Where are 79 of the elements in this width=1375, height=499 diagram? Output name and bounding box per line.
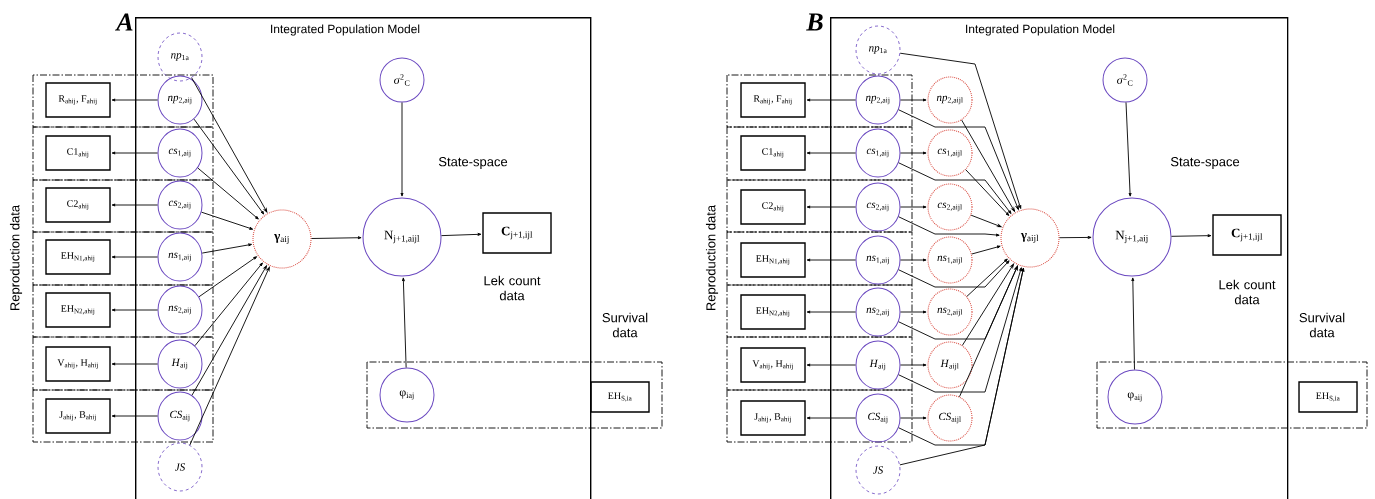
arrow	[900, 416, 927, 420]
arrow	[1125, 102, 1132, 197]
data-box: C2$_{ahij}$	[740, 189, 806, 225]
arrow	[111, 308, 158, 312]
arrow	[900, 310, 927, 314]
data-box: EH$_{N2,ahij}$	[740, 294, 806, 330]
arrow	[191, 265, 267, 396]
arrow	[899, 52, 1022, 209]
data-box: R$_{ahij}$, F$_{ahij}$	[740, 82, 806, 118]
data-box: R$_{ahij}$, F$_{ahij}$	[45, 82, 111, 118]
arrow	[806, 363, 856, 367]
data-box: C2$_{ahij}$	[45, 187, 111, 223]
arrow	[1171, 234, 1212, 238]
arrow	[111, 362, 158, 366]
arrow	[806, 310, 856, 314]
arrow	[111, 203, 158, 207]
node-caption: Lek count data	[484, 275, 541, 301]
node-caption: Lek count data	[1219, 279, 1276, 305]
arrow	[400, 102, 404, 197]
data-box: C1$_{ahij}$	[45, 135, 111, 171]
group-label: Survival data	[602, 312, 648, 338]
arrow	[898, 216, 1000, 237]
panel-letter: B	[806, 13, 823, 31]
arrow	[898, 267, 1022, 393]
arrow	[966, 258, 1008, 297]
arrow	[806, 151, 856, 155]
arrow	[959, 265, 1018, 398]
arrow	[441, 232, 482, 237]
arrow	[401, 277, 407, 368]
arrow	[965, 169, 1010, 216]
arrow	[806, 416, 856, 420]
data-box: EH$_{N1,ahij}$	[740, 242, 806, 278]
arrow	[191, 77, 268, 213]
arrow	[898, 162, 1012, 214]
arrow	[311, 236, 362, 240]
arrow	[111, 98, 158, 102]
arrow	[970, 214, 1002, 228]
arrow	[111, 255, 158, 259]
arrow	[900, 205, 927, 209]
panel-letter: A	[115, 13, 133, 31]
arrow	[898, 109, 1019, 210]
arrow	[1059, 235, 1092, 239]
data-box: C1$_{ahij}$	[740, 135, 806, 171]
arrow	[197, 167, 259, 220]
data-box: J$_{ahij}$, B$_{ahij}$	[740, 400, 806, 436]
arrow	[961, 263, 1014, 346]
data-box: V$_{ahij}$, H$_{ahij}$	[45, 346, 111, 382]
data-box: V$_{ahij}$, H$_{ahij}$	[740, 347, 806, 383]
arrow	[900, 151, 927, 155]
arrow	[193, 118, 265, 215]
data-box: EH$_{S,ia}$	[590, 381, 650, 413]
arrow	[806, 205, 856, 209]
arrow	[198, 256, 258, 298]
data-box: EH$_{S,ia}$	[1298, 381, 1358, 413]
data-box: J$_{ahij}$, B$_{ahij}$	[45, 398, 111, 434]
section-label: State-space	[1170, 157, 1240, 169]
arrow	[971, 245, 1001, 255]
arrow	[900, 363, 927, 367]
group-label: Survival data	[1299, 312, 1345, 338]
arrow	[898, 260, 1010, 288]
arrow	[961, 119, 1015, 212]
data-box: C$_{j+1,ijl}$ Lek count data	[482, 212, 552, 301]
arrow	[900, 98, 927, 102]
arrow	[111, 414, 158, 418]
arrow	[189, 266, 270, 446]
data-box: C$_{j+1,ijl}$ Lek count data	[1212, 214, 1282, 305]
arrow	[201, 211, 254, 230]
arrow	[806, 98, 856, 102]
section-label: State-space	[438, 157, 508, 169]
group-label: Reproduction data	[705, 204, 719, 311]
arrow	[201, 243, 252, 254]
arrow	[111, 151, 158, 155]
group-label: Reproduction data	[9, 204, 23, 311]
arrow	[900, 258, 927, 262]
arrow	[806, 258, 856, 262]
data-box: EH$_{N2,ahij}$	[45, 292, 111, 328]
arrow	[1131, 277, 1135, 370]
arrow	[194, 262, 263, 347]
data-box: EH$_{N1,ahij}$	[45, 239, 111, 275]
